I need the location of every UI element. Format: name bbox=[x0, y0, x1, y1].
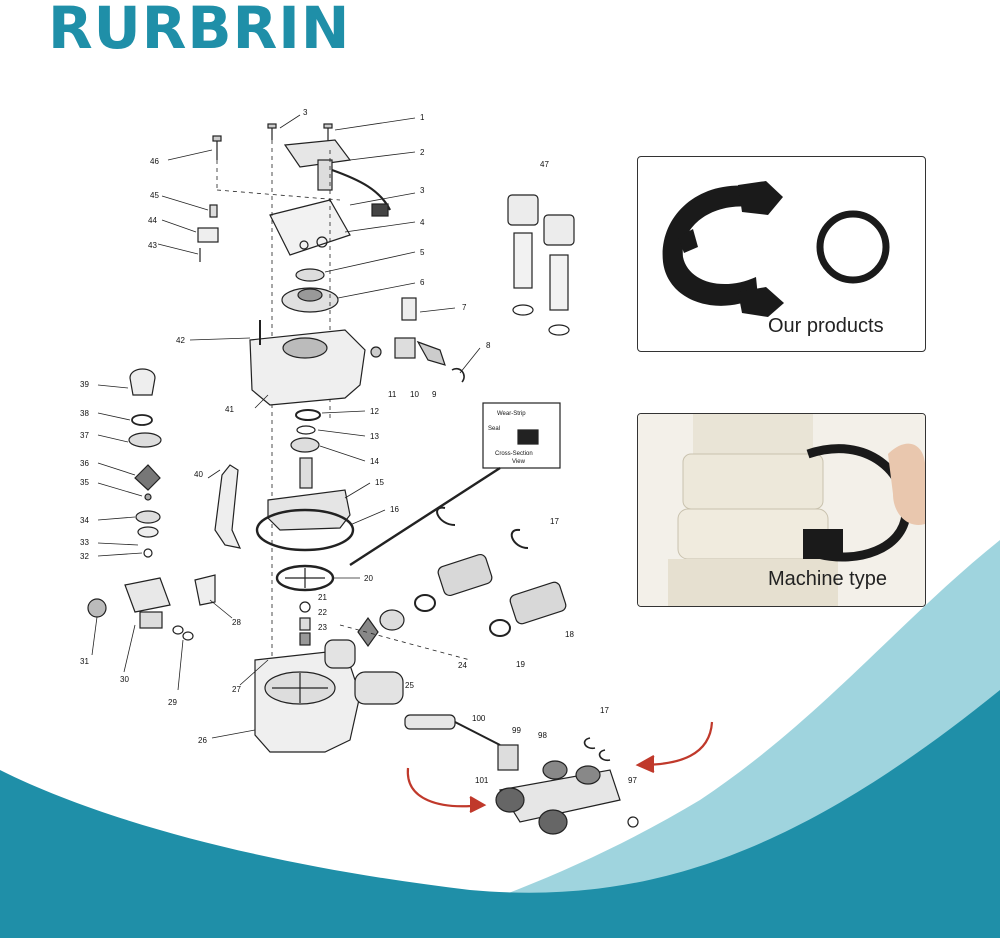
svg-text:39: 39 bbox=[80, 380, 89, 389]
machine-caption: Machine type bbox=[768, 568, 887, 590]
svg-text:31: 31 bbox=[80, 657, 89, 666]
svg-text:45: 45 bbox=[150, 191, 159, 200]
svg-text:100: 100 bbox=[472, 714, 486, 723]
svg-text:37: 37 bbox=[80, 431, 89, 440]
svg-text:7: 7 bbox=[462, 303, 467, 312]
cross-section-wear-strip: Wear-Strip bbox=[497, 411, 526, 417]
svg-text:97: 97 bbox=[628, 776, 637, 785]
svg-text:34: 34 bbox=[80, 516, 89, 525]
svg-text:16: 16 bbox=[390, 505, 399, 514]
svg-text:23: 23 bbox=[318, 623, 327, 632]
svg-text:42: 42 bbox=[176, 336, 185, 345]
svg-text:1: 1 bbox=[420, 113, 425, 122]
svg-text:36: 36 bbox=[80, 459, 89, 468]
svg-text:10: 10 bbox=[410, 390, 419, 399]
red-arrow-left bbox=[406, 767, 483, 808]
cross-section-seal: Seal bbox=[488, 426, 500, 432]
svg-text:3: 3 bbox=[420, 186, 425, 195]
svg-text:35: 35 bbox=[80, 478, 89, 487]
svg-text:44: 44 bbox=[148, 216, 157, 225]
svg-text:19: 19 bbox=[516, 660, 525, 669]
fitting-photo-icon bbox=[638, 414, 925, 606]
svg-text:18: 18 bbox=[565, 630, 574, 639]
products-inset: Our products bbox=[637, 156, 926, 352]
o-ring-icon bbox=[816, 210, 890, 284]
svg-text:13: 13 bbox=[370, 432, 379, 441]
svg-text:20: 20 bbox=[364, 574, 373, 583]
svg-text:8: 8 bbox=[486, 341, 491, 350]
svg-text:101: 101 bbox=[475, 776, 489, 785]
svg-text:3: 3 bbox=[303, 108, 308, 117]
cross-section-view-line1: Cross-Section bbox=[495, 451, 533, 457]
products-caption: Our products bbox=[768, 315, 884, 337]
brand-logo: RURBRIN bbox=[48, 0, 351, 62]
cross-section-view-line2: View bbox=[512, 459, 526, 465]
svg-text:99: 99 bbox=[512, 726, 521, 735]
svg-text:40: 40 bbox=[194, 470, 203, 479]
svg-text:25: 25 bbox=[405, 681, 414, 690]
svg-text:14: 14 bbox=[370, 457, 379, 466]
svg-text:21: 21 bbox=[318, 593, 327, 602]
svg-text:26: 26 bbox=[198, 736, 207, 745]
svg-text:5: 5 bbox=[420, 248, 425, 257]
retaining-clip-icon bbox=[662, 181, 784, 317]
svg-text:24: 24 bbox=[458, 661, 467, 670]
wave-dark bbox=[0, 690, 1000, 938]
svg-text:98: 98 bbox=[538, 731, 547, 740]
svg-text:38: 38 bbox=[80, 409, 89, 418]
svg-text:15: 15 bbox=[375, 478, 384, 487]
svg-text:11: 11 bbox=[388, 390, 397, 399]
svg-text:17: 17 bbox=[550, 517, 559, 526]
svg-text:29: 29 bbox=[168, 698, 177, 707]
svg-text:12: 12 bbox=[370, 407, 379, 416]
svg-text:32: 32 bbox=[80, 552, 89, 561]
svg-text:46: 46 bbox=[150, 157, 159, 166]
svg-text:27: 27 bbox=[232, 685, 241, 694]
svg-text:22: 22 bbox=[318, 608, 327, 617]
svg-text:47: 47 bbox=[540, 160, 549, 169]
svg-text:30: 30 bbox=[120, 675, 129, 684]
svg-text:4: 4 bbox=[420, 218, 425, 227]
svg-text:17: 17 bbox=[600, 706, 609, 715]
machine-inset: Machine type bbox=[637, 413, 926, 607]
svg-text:43: 43 bbox=[148, 241, 157, 250]
svg-text:41: 41 bbox=[225, 405, 234, 414]
svg-text:6: 6 bbox=[420, 278, 425, 287]
svg-text:33: 33 bbox=[80, 538, 89, 547]
svg-text:28: 28 bbox=[232, 618, 241, 627]
svg-text:2: 2 bbox=[420, 148, 425, 157]
svg-text:9: 9 bbox=[432, 390, 437, 399]
